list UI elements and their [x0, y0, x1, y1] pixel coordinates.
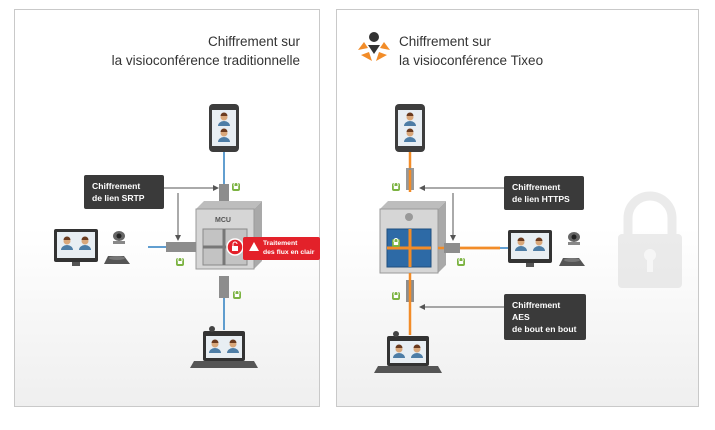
lock-icon: [232, 290, 242, 300]
speakerphone-device: [104, 256, 130, 264]
warning-icon: [249, 242, 259, 251]
mcu-label: MCU: [215, 217, 231, 224]
lock-icon: [391, 182, 401, 192]
srtp-callout: Chiffrement de lien SRTP: [84, 175, 164, 209]
laptop-device: [374, 331, 442, 373]
camera-device: [113, 231, 125, 244]
video-monitor: [54, 229, 98, 266]
video-monitor: [508, 230, 552, 267]
tixeo-server-box: [379, 201, 446, 274]
padlock-watermark-icon: [618, 191, 682, 288]
aes-callout: Chiffrement AES de bout en bout: [504, 294, 586, 340]
link-port: [219, 184, 229, 204]
server-lock-icon: [391, 238, 401, 248]
lock-icon: [231, 182, 241, 192]
left-title: Chiffrement sur la visioconférence tradi…: [111, 34, 300, 68]
clear-stream-alert: Traitement des flux en clair: [243, 237, 321, 260]
tablet-device: [209, 104, 239, 152]
lock-icon: [456, 257, 466, 267]
right-title: Chiffrement sur la visioconférence Tixeo: [399, 34, 544, 68]
speakerphone-device: [559, 258, 585, 266]
link-port: [166, 242, 196, 252]
link-port: [219, 276, 229, 298]
laptop-device: [190, 326, 258, 368]
lock-icon: [391, 291, 401, 301]
link-port: [444, 243, 460, 253]
lock-icon: [175, 257, 185, 267]
traditional-panel: [14, 9, 320, 407]
tablet-device: [395, 104, 425, 152]
https-callout: Chiffrement de lien HTTPS: [504, 176, 584, 210]
tixeo-logo: [358, 32, 390, 61]
camera-device: [568, 232, 580, 245]
alert-lock-icon: [226, 238, 244, 256]
